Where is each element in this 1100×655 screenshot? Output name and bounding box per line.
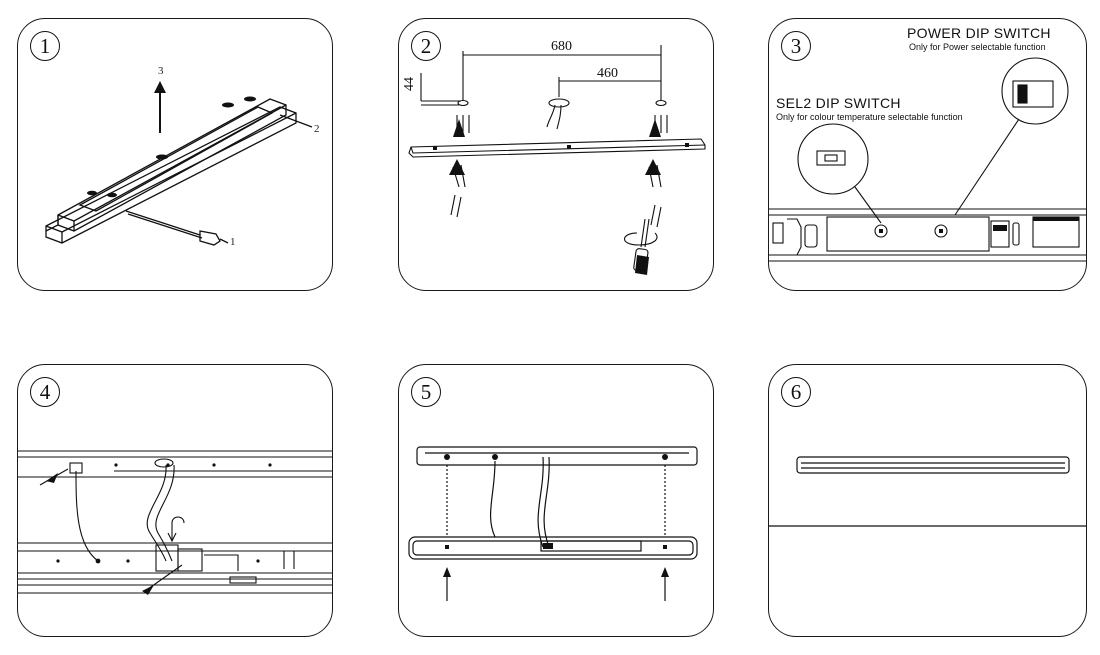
step-3-panel: 3 POWER DIP SWITCH Only for Power select… bbox=[768, 18, 1087, 291]
dimension-460: 460 bbox=[597, 66, 618, 81]
step-4-illustration bbox=[18, 450, 332, 595]
step-5-number: 5 bbox=[411, 377, 441, 407]
callout-3-label: 3 bbox=[158, 65, 164, 77]
dimension-680: 680 bbox=[551, 39, 572, 54]
step-2-panel: 2 bbox=[398, 18, 714, 291]
power-dip-switch-title: POWER DIP SWITCH bbox=[907, 25, 1051, 41]
step-1-panel: 1 bbox=[17, 18, 333, 291]
dimension-44: 44 bbox=[402, 77, 417, 91]
power-dip-switch-note: Only for Power selectable function bbox=[909, 42, 1046, 52]
step-6-illustration bbox=[769, 456, 1086, 527]
step-1-illustration: 3 2 1 bbox=[45, 65, 320, 248]
step-5-panel: 5 bbox=[398, 364, 714, 637]
step-2-number: 2 bbox=[411, 31, 441, 61]
sel2-dip-switch-note: Only for colour temperature selectable f… bbox=[776, 112, 963, 122]
step-6-number: 6 bbox=[781, 377, 811, 407]
step-4-number: 4 bbox=[30, 377, 60, 407]
step-3-illustration bbox=[769, 57, 1086, 262]
step-1-number: 1 bbox=[30, 31, 60, 61]
step-3-number: 3 bbox=[781, 31, 811, 61]
step-6-panel: 6 bbox=[768, 364, 1087, 637]
callout-2-label: 2 bbox=[314, 123, 320, 135]
callout-1-label: 1 bbox=[230, 236, 236, 248]
sel2-dip-switch-title: SEL2 DIP SWITCH bbox=[776, 95, 901, 111]
step-2-illustration: 680 460 44 bbox=[402, 39, 706, 275]
step-4-panel: 4 bbox=[17, 364, 333, 637]
step-5-illustration bbox=[408, 446, 698, 601]
